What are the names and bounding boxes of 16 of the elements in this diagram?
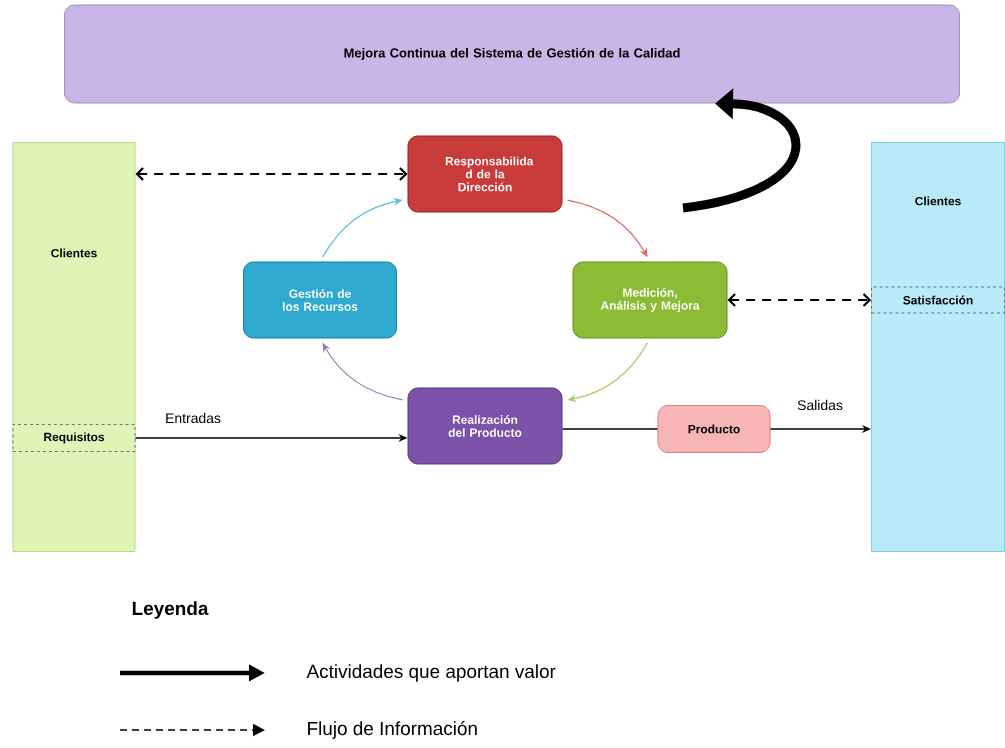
- dashed-arrow: [727, 293, 872, 307]
- title-banner: Mejora Continua del Sistema de Gestión de la Calidad: [64, 4, 960, 104]
- requirement-box: Requisitos: [12, 424, 136, 452]
- product-box: Producto: [657, 405, 771, 453]
- legend-title: Leyenda: [132, 601, 209, 619]
- process-box: Responsabilida d de la Dirección: [407, 135, 563, 213]
- edge-label: Entradas: [164, 411, 222, 425]
- edge-label: Salidas: [796, 398, 844, 412]
- process-box: Gestión de los Recursos: [243, 261, 397, 339]
- satisfaction-box: Satisfacción: [871, 286, 1005, 314]
- process-box: Realización del Producto: [407, 387, 563, 465]
- legend-text: Flujo de Información: [308, 721, 477, 739]
- process-box: Medición, Análisis y Mejora: [572, 261, 728, 339]
- connector-line: [561, 428, 659, 430]
- legend-text: Actividades que aportan valor: [306, 664, 556, 682]
- dashed-arrow: [135, 167, 408, 181]
